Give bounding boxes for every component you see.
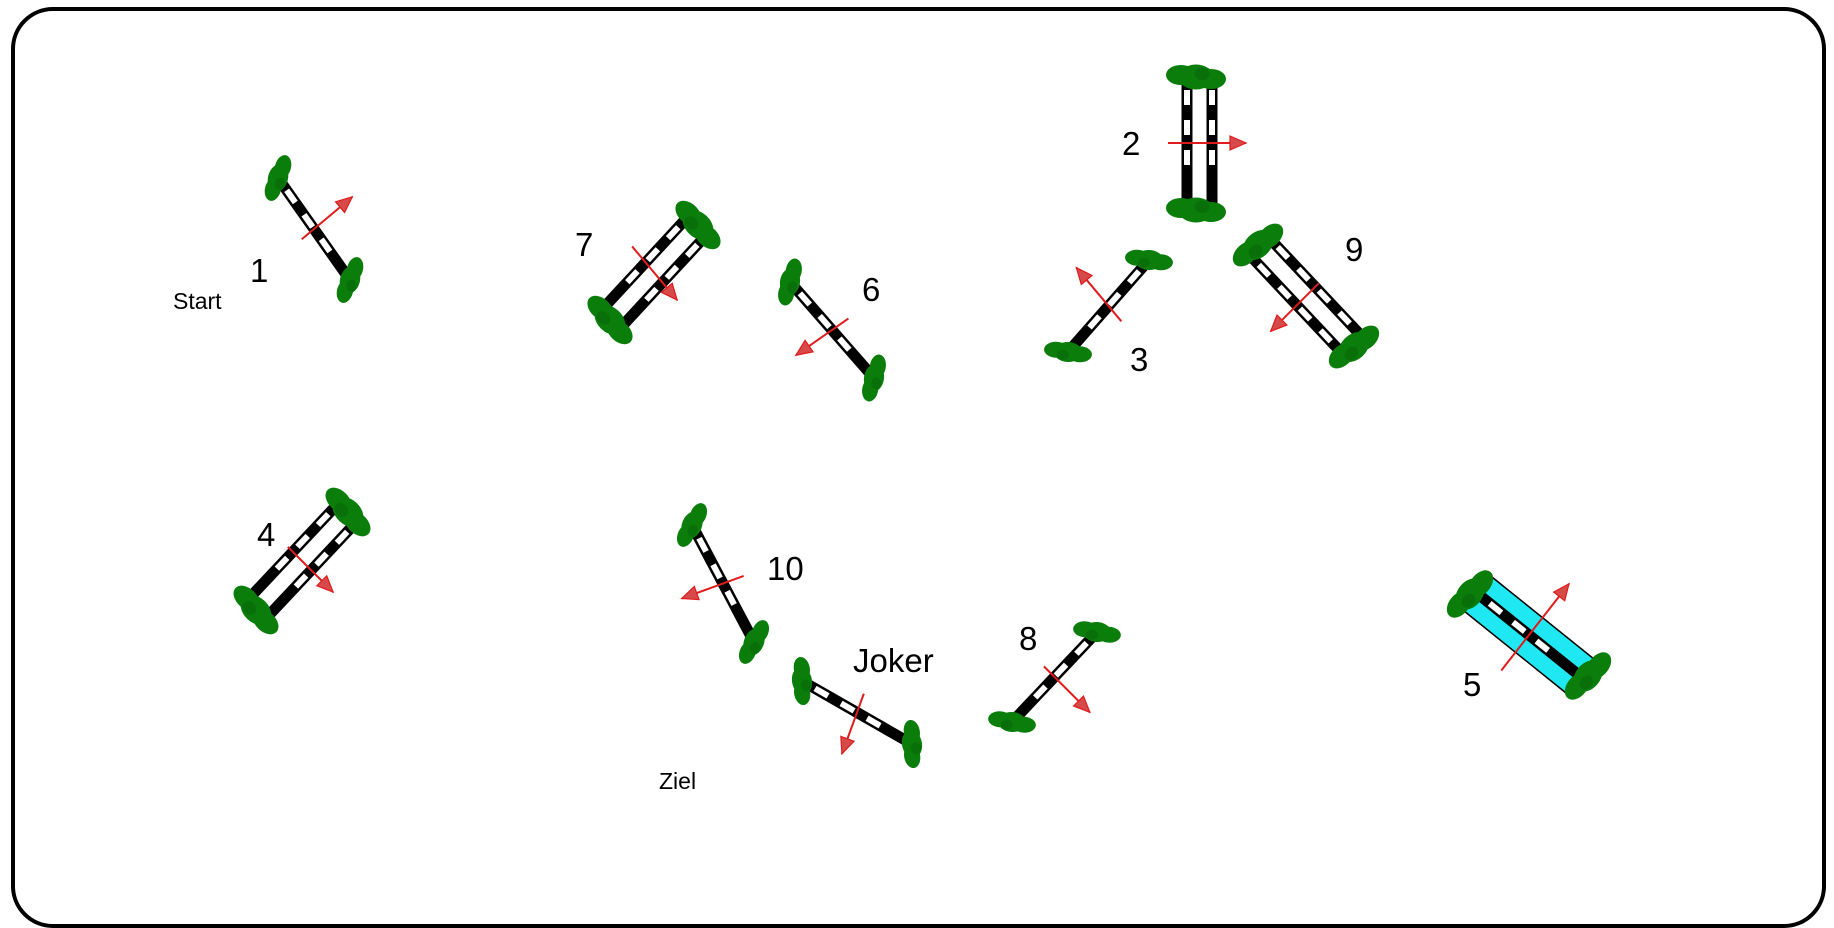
fence-4-icon: [233, 487, 371, 635]
fence-3-icon: [1044, 249, 1173, 363]
fence-6-icon: [778, 258, 886, 402]
fence-8-icon: [988, 621, 1121, 733]
fence-5-water-icon: [1446, 570, 1612, 700]
fence-10-icon: [676, 503, 770, 664]
arena-border: [11, 7, 1826, 928]
fence-7-icon: [587, 200, 721, 345]
fence-joker-icon: [791, 656, 923, 769]
fence-2-icon: [1166, 64, 1248, 223]
fence-9-icon: [1232, 223, 1380, 369]
fence-1-icon: [264, 155, 364, 303]
